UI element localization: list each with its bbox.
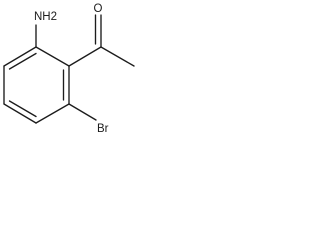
bromine-label: Br xyxy=(97,123,109,135)
amine-label: NH2 xyxy=(34,11,57,23)
ring-bond-c2-c3 xyxy=(35,103,70,124)
substituent-bonds xyxy=(35,14,135,121)
atom-labels: NH2 O Br xyxy=(34,3,109,135)
ring-bond-c5-c6 xyxy=(3,46,37,67)
bond-ring-to-bromine xyxy=(68,103,97,121)
structure-diagram: NH2 O Br xyxy=(3,3,135,135)
oxygen-label: O xyxy=(94,3,103,15)
ring-bond-c6-c1 xyxy=(35,46,70,67)
ring-bonds xyxy=(3,46,70,124)
ring-bond-c3-c4 xyxy=(3,103,37,124)
ring-inner-double-bond-c3-c4 xyxy=(8,100,37,118)
bond-ring-to-carbonyl xyxy=(68,46,102,67)
bond-carbonyl-to-methyl xyxy=(100,46,135,67)
ring-inner-double-bond-c5-c6 xyxy=(8,52,37,70)
